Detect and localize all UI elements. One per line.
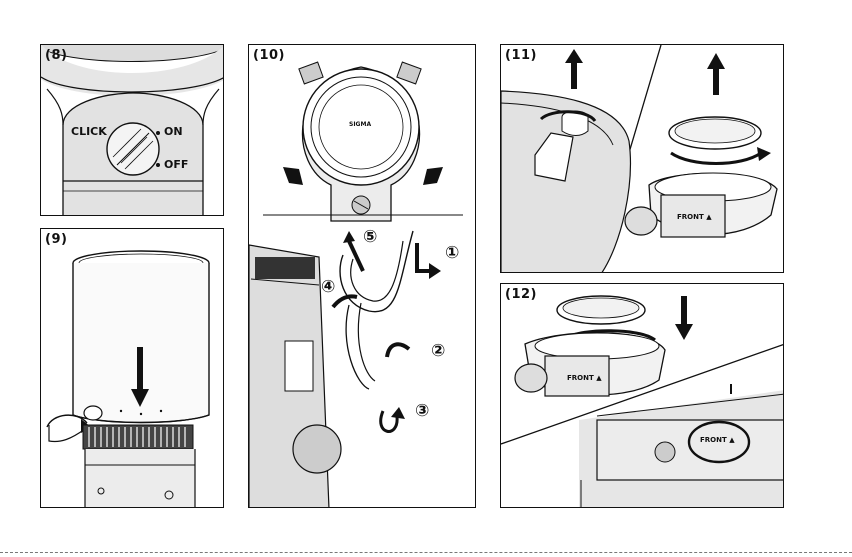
panel-9: (9) [40,228,224,508]
panel-8: (8) CLICK ON OFF [40,44,224,216]
lens-hood-illustration [41,229,224,508]
panel-11: (11) FRONT ▲ [500,44,784,273]
strap-and-foot-illustration [249,45,476,508]
panel-label: (8) [45,48,67,63]
front-label-holder: FRONT ▲ [567,374,602,382]
panel-label: (10) [253,48,285,63]
front-label-lens: FRONT ▲ [700,436,735,444]
panel-label: (11) [505,48,537,63]
panel-label: (9) [45,232,67,247]
front-label: FRONT ▲ [677,213,712,221]
on-label: ON [164,125,183,138]
page-bottom-border [0,552,852,553]
click-label: CLICK [71,125,107,138]
filter-holder-illustration [501,45,784,273]
focus-limiter-illustration [41,45,224,216]
step-3-label: ③ [415,401,429,421]
panel-12: (12) FRONT ▲ FRONT ▲ [500,283,784,508]
off-label: OFF [164,158,188,171]
brand-label: SIGMA [349,121,371,128]
step-1-label: ① [445,243,459,263]
step-4-label: ④ [321,277,335,297]
panel-10: (10) SIGMA ① ② ③ ④ [248,44,476,508]
step-2-label: ② [431,341,445,361]
filter-install-illustration [501,284,784,508]
panel-label: (12) [505,287,537,302]
step-5-label: ⑤ [363,227,377,247]
